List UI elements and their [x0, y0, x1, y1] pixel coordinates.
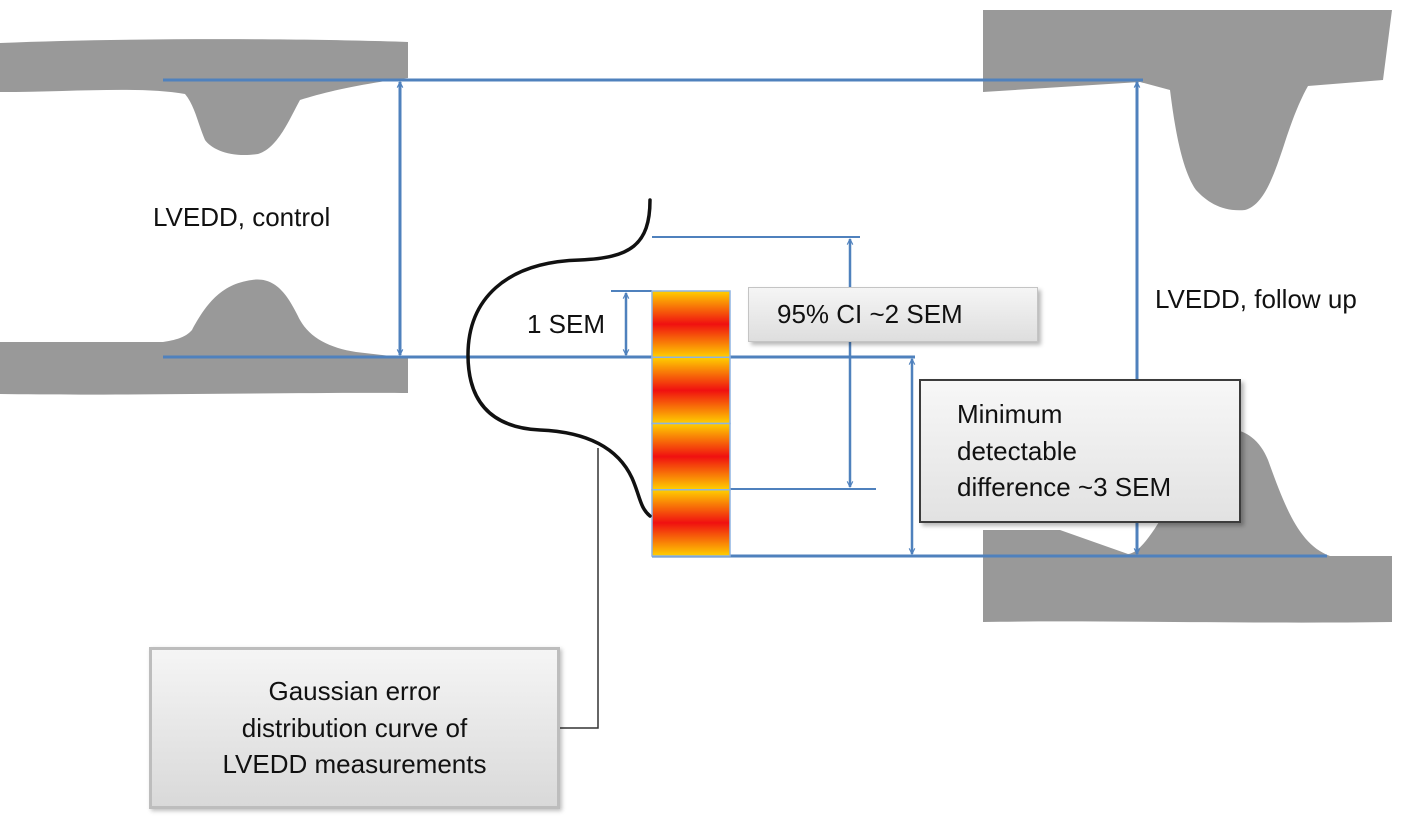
error-segments	[651, 290, 731, 557]
mdd-box: Minimum detectable difference ~3 SEM	[919, 379, 1241, 523]
mdd-text: Minimum detectable difference ~3 SEM	[957, 396, 1171, 507]
mdd-line-2: detectable	[957, 435, 1077, 466]
followup-lower-wall	[983, 429, 1392, 623]
gaussian-line-3: LVEDD measurements	[222, 749, 487, 780]
followup-upper-wall	[983, 10, 1392, 211]
one-sem-label: 1 SEM	[527, 309, 606, 339]
lvedd-followup-label: LVEDD, follow up	[1155, 284, 1357, 314]
gaussian-line-2: distribution curve of	[241, 712, 468, 743]
control-ventricle	[0, 39, 408, 395]
error-segment-2	[651, 356, 731, 425]
gaussian-leader-line	[560, 448, 599, 729]
measurement-lines	[163, 78, 1327, 558]
mdd-line-3: difference ~3 SEM	[957, 472, 1172, 503]
gaussian-text: Gaussian error distribution curve of LVE…	[223, 673, 487, 784]
lvedd-control-label: LVEDD, control	[153, 202, 331, 232]
error-segment-1	[651, 290, 731, 358]
gaussian-curve	[466, 198, 652, 518]
control-lower-wall	[0, 279, 408, 395]
followup-ventricle	[983, 10, 1392, 623]
ci-label: 95% CI ~2 SEM	[777, 299, 963, 330]
ci-box: 95% CI ~2 SEM	[748, 287, 1038, 342]
error-segment-4	[651, 489, 731, 557]
control-upper-wall	[0, 39, 408, 156]
error-segment-3	[651, 422, 731, 491]
gaussian-box: Gaussian error distribution curve of LVE…	[149, 647, 560, 809]
mdd-line-1: Minimum	[957, 398, 1063, 429]
gaussian-line-1: Gaussian error	[268, 675, 441, 706]
